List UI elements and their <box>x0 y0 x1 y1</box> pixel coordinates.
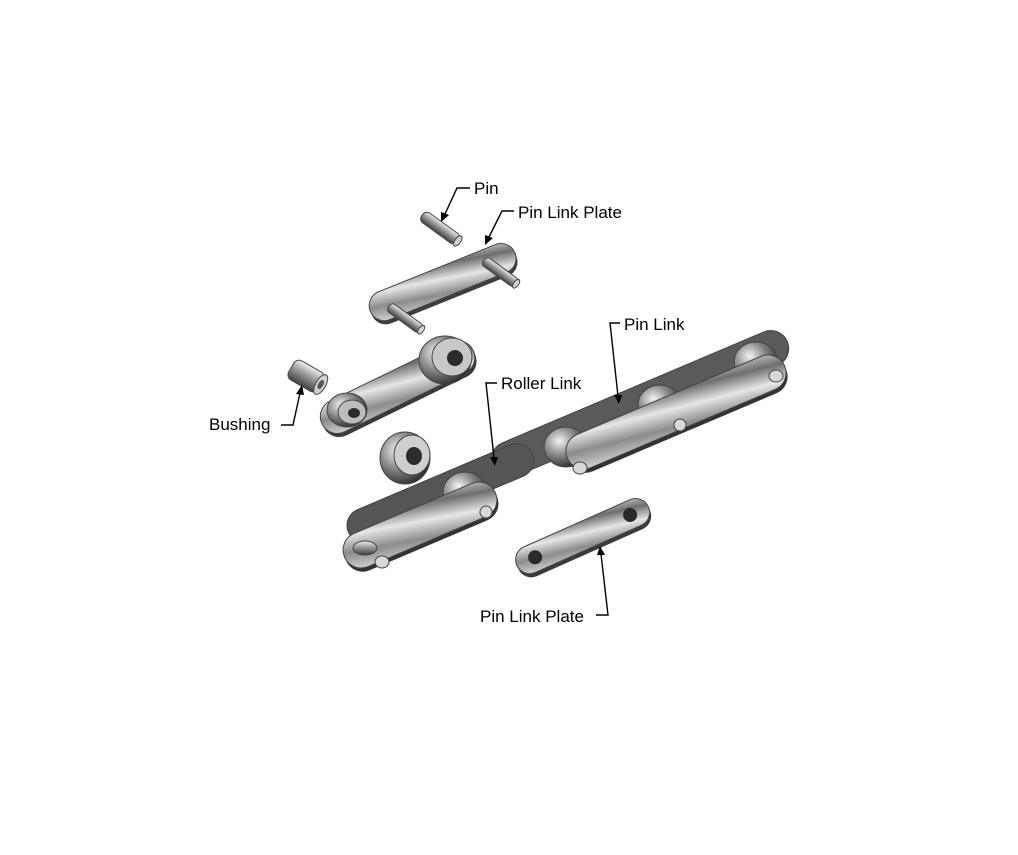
bushing-part <box>287 359 329 395</box>
label-pin-link-plate-top: Pin Link Plate <box>518 203 622 222</box>
top-pin-link-plate <box>368 242 521 335</box>
bottom-pin-link-plate <box>515 497 652 578</box>
roller-part <box>379 431 431 485</box>
leader-lines <box>281 187 622 616</box>
plate-bushing-left <box>326 392 368 428</box>
label-bushing: Bushing <box>209 415 270 434</box>
chain-pin-end-3 <box>572 461 588 475</box>
chain-pin-end-2 <box>479 505 493 519</box>
assembled-chain <box>342 330 790 572</box>
chain-pin-end-5 <box>768 369 784 383</box>
label-pin-link-plate-bottom: Pin Link Plate <box>480 607 584 626</box>
roller-link-plate-with-bushings <box>319 335 477 438</box>
label-roller-link: Roller Link <box>501 374 582 393</box>
label-pin: Pin <box>474 179 499 198</box>
plate-bushing-right <box>418 335 473 385</box>
pin-part <box>420 211 463 247</box>
chain-pin-end-1 <box>352 540 390 569</box>
chain-pin-end-4 <box>673 418 687 432</box>
label-pin-link: Pin Link <box>624 315 685 334</box>
